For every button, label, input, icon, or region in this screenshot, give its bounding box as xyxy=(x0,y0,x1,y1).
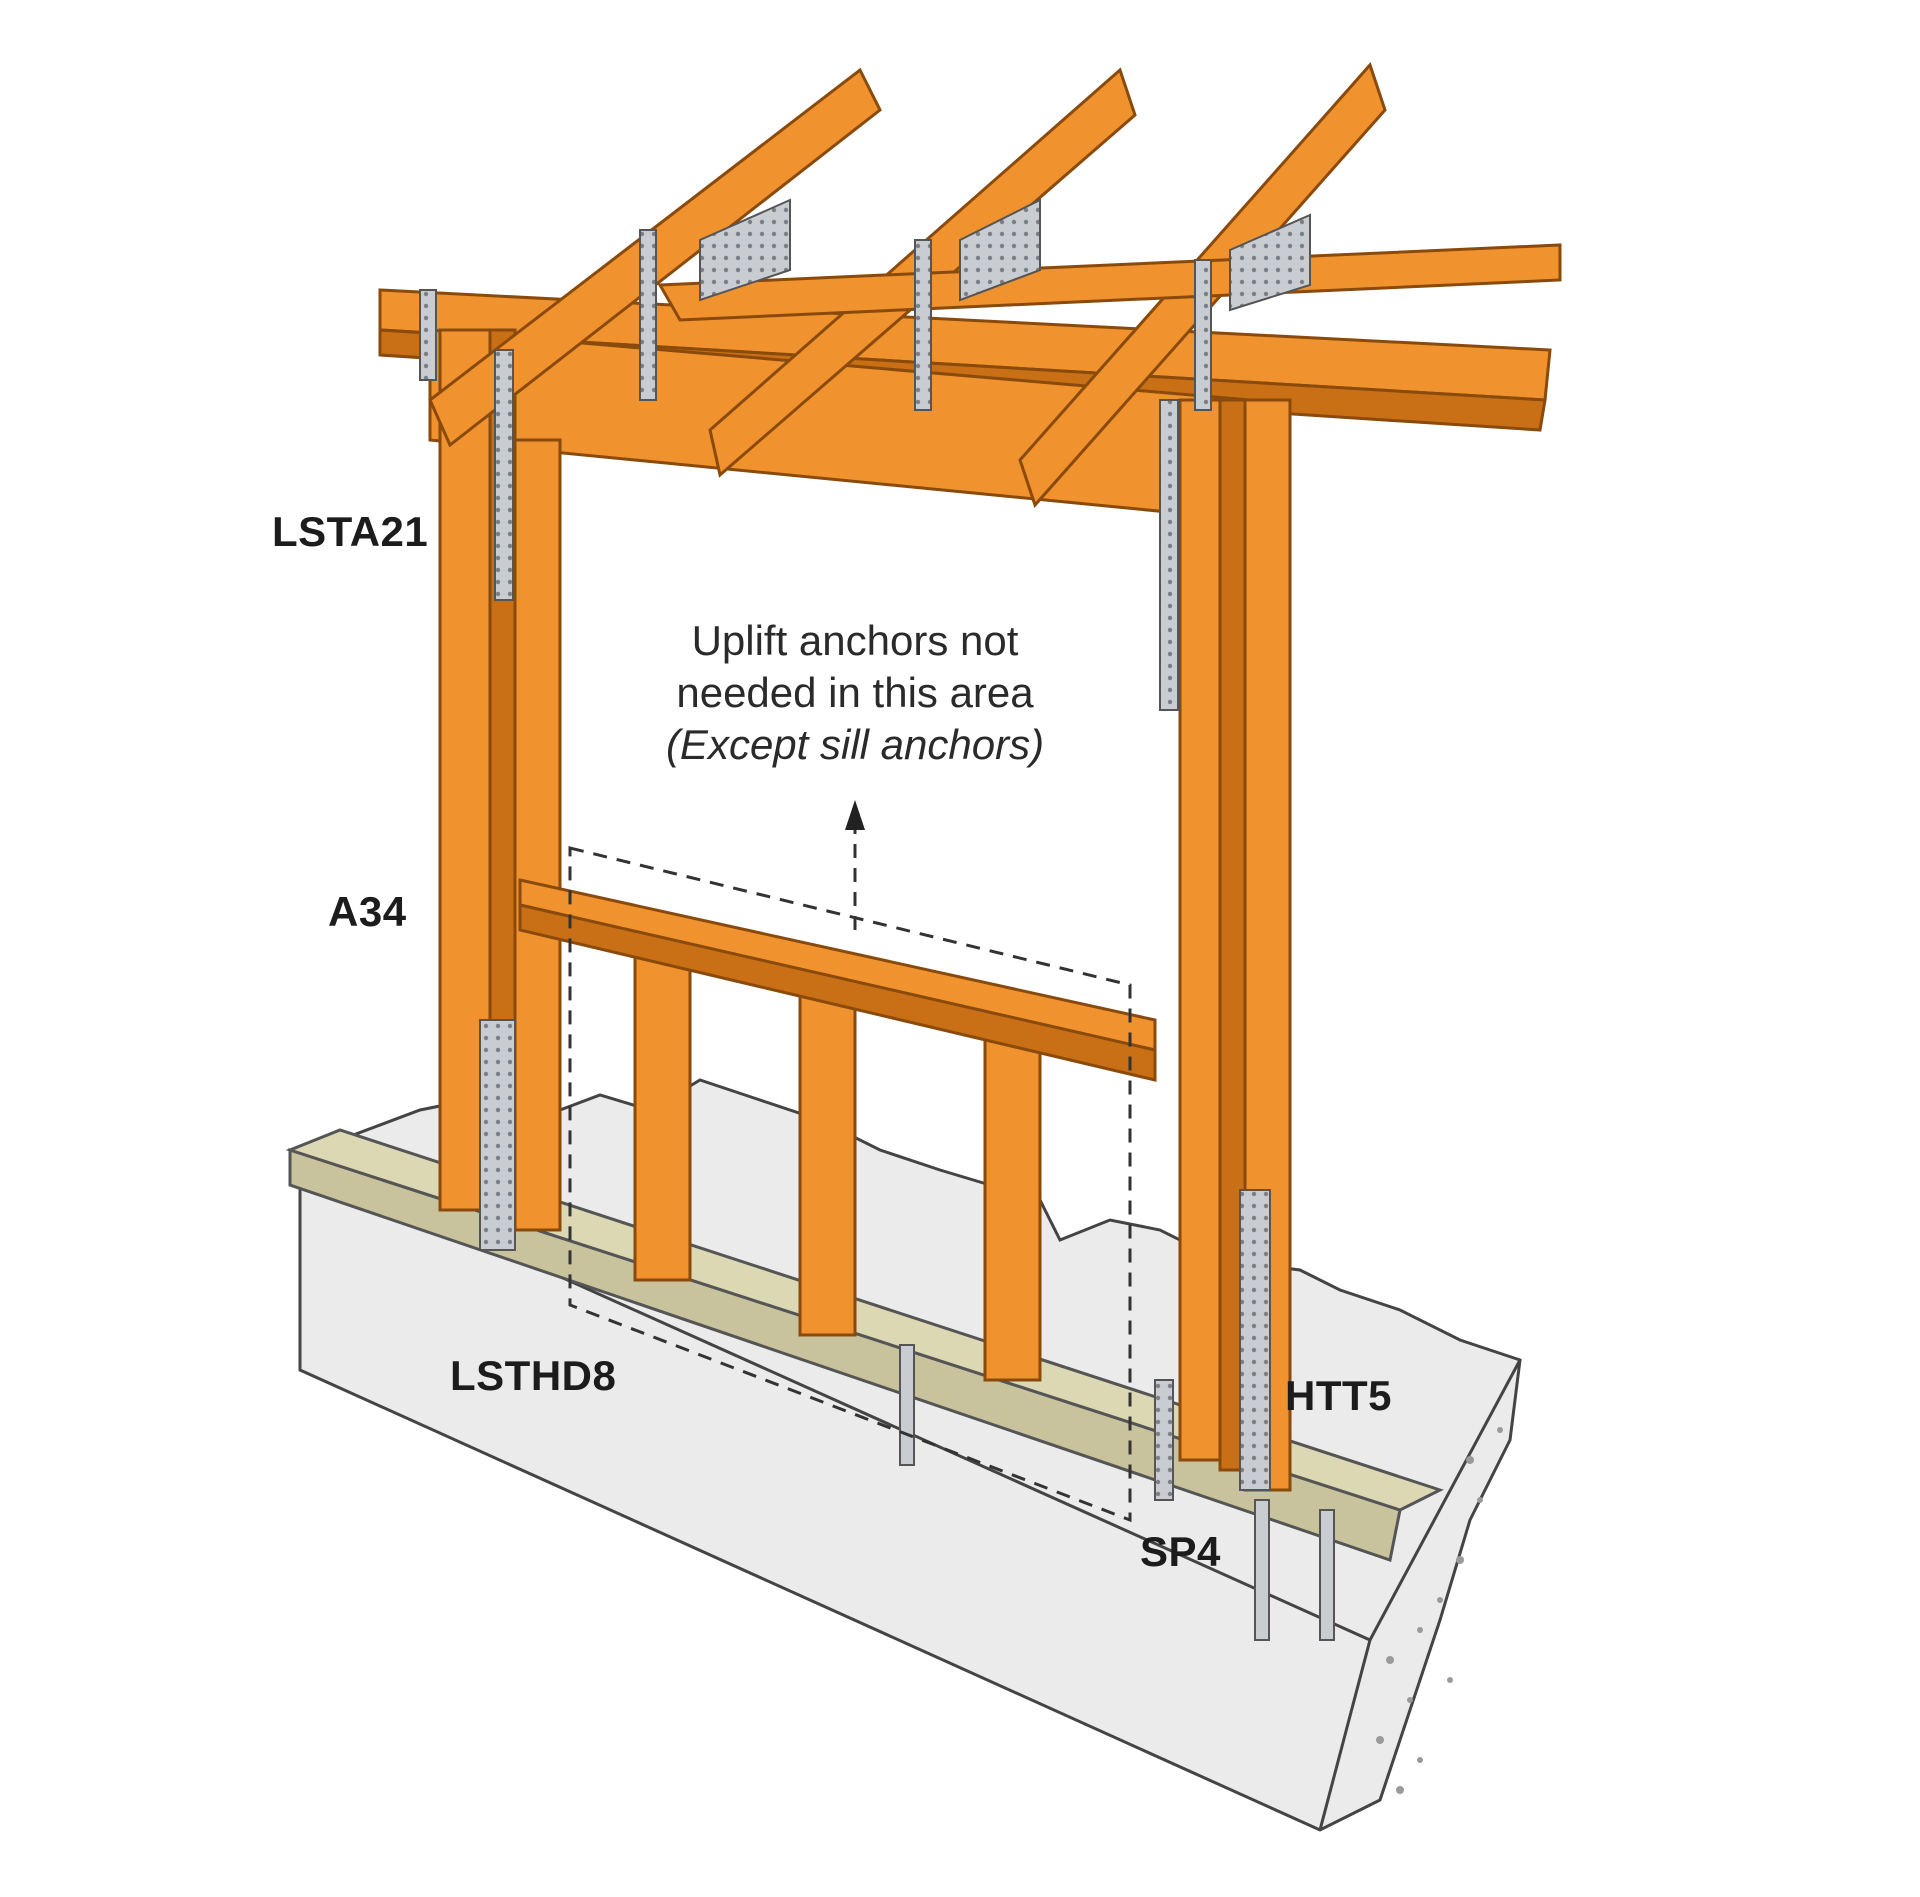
a34-label: A34 xyxy=(328,888,407,935)
metal-connectors xyxy=(419,229,1271,1501)
blocking-mesh xyxy=(699,198,1311,312)
uplift-note-line2: needed in this area xyxy=(676,669,1034,716)
lsthd8-label: LSTHD8 xyxy=(450,1352,617,1399)
uplift-note: Uplift anchors not needed in this area (… xyxy=(605,615,1105,771)
sp4-label: SP4 xyxy=(1140,1528,1221,1575)
uplift-note-line3: (Except sill anchors) xyxy=(665,721,1045,768)
lsta21-label: LSTA21 xyxy=(272,508,429,555)
window-sill xyxy=(518,878,1157,1082)
htt5-label: HTT5 xyxy=(1285,1372,1392,1419)
sill-plate xyxy=(285,1128,1444,1562)
uplift-note-line1: Uplift anchors not xyxy=(691,617,1019,664)
arrow-up-icon xyxy=(845,800,865,830)
exempt-area-outline xyxy=(568,830,1132,1523)
